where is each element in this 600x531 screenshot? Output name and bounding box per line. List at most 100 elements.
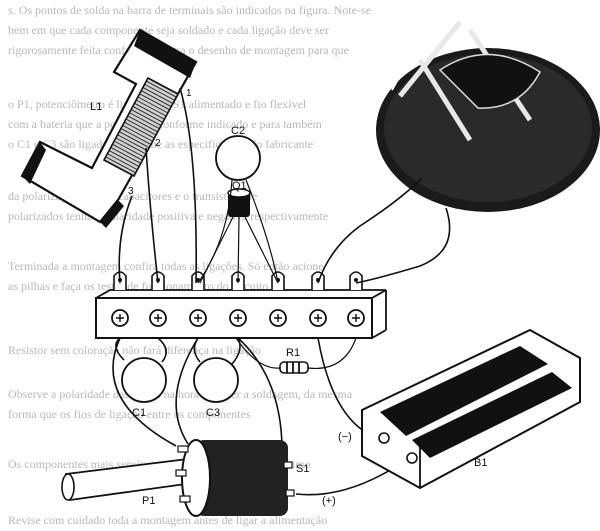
bg-line-3: rigorosamente feita conforme mostra o de… [8,43,349,57]
label-l1: L1 [90,101,102,113]
coil-turn [113,140,145,158]
label-tap-2: 2 [155,138,161,149]
coil-turn [142,87,174,104]
bg-line-2: bem em que cada componente seja soldado … [8,23,329,37]
wire-r1-b [307,337,357,370]
coil-turn [129,112,160,130]
ferrite-top-face [134,30,196,78]
coil-turn [120,128,152,145]
battery-cell-1 [380,346,548,436]
coil-turn [137,96,169,114]
coil-turn [122,124,153,142]
coil-turn [108,150,140,167]
coil-turn [139,93,170,111]
p1-lug-1 [177,445,189,453]
speaker-cone [384,54,592,202]
coil-turn [147,77,179,95]
q1-body [228,193,250,217]
c1-disc [121,357,167,403]
coil-turn [144,83,175,101]
coil-turn [132,106,163,123]
label-s1: S1 [296,463,309,475]
bg-line-1: s. Os pontos de solda na barra de termin… [8,3,371,17]
terminal-screw-slot [274,314,282,322]
label-fte: FTE [511,71,532,83]
terminal-screw-slot [154,314,162,322]
label-q1: Q1 [232,180,247,192]
coil-winding [102,76,180,178]
bg-line-12: Observe a polaridade das pilhas na hora … [8,387,353,401]
wire-coil-tap1 [179,87,197,284]
label-tap-3: 3 [128,186,134,197]
p1-lug-2 [175,469,187,477]
terminal-screw-slot [194,314,202,322]
label-c1: C1 [132,407,146,419]
bg-line-15: Revise com cuidado toda a montagem antes… [8,513,327,527]
wire-p1-a [112,337,177,447]
ferrite-bottom-face [22,142,46,184]
coil-turn [135,99,167,117]
battery-terminal-pos [406,452,418,464]
bg-line-8: polarizados tenha a polaridade positiva … [8,209,328,223]
coil-turn [119,131,150,148]
label-tap-1: 1 [186,88,192,99]
terminal-screw-slot [314,314,322,322]
label-plus: (+) [322,495,336,507]
label-b1: B1 [474,457,487,469]
terminal-screw-slot [352,314,360,322]
terminal-lug-hole [354,278,358,282]
capacitor-c1: C1 [121,357,167,419]
q1-top [227,188,251,198]
potentiometer-p1: P1 S1 [61,439,309,517]
ferrite-corner-face [100,200,124,228]
transistor-q1: Q1 [227,180,251,217]
wire-q1-b [237,216,240,284]
coil-turn [134,102,165,120]
bg-line-11: Resistor sem coloração não fará diferenç… [8,343,261,357]
battery-holder-b1: (−) (+) B1 [322,328,581,507]
coil-l1 [20,28,198,228]
wire-p1-b [175,337,199,445]
battery-terminal-neg [378,432,390,444]
c3-disc [193,357,239,403]
wire-c2-b [245,179,279,284]
coil-turn [124,121,155,139]
s1-lug-1 [283,461,293,469]
s1-lug-2 [285,489,295,497]
wire-q1-c [244,216,279,284]
terminal-screw-slot [234,314,242,322]
coil-turn [125,118,157,136]
p1-lug-3 [179,495,191,503]
capacitor-c3: C3 [193,357,239,419]
label-p1: P1 [142,495,155,507]
label-minus: (−) [338,431,352,443]
wire-c3-b [231,337,241,365]
coil-turn [110,147,141,164]
speaker-magnet [438,53,541,109]
coil-turn [141,90,172,107]
bg-line-9: Terminada a montagem confira todas as li… [8,259,324,273]
label-r1: R1 [286,347,300,359]
coil-turn [146,80,177,98]
wire-q1-e [199,216,234,284]
wire-coil-tap2 [145,147,159,284]
terminal-strip [95,271,387,339]
battery-cell-2 [412,372,572,458]
coil-turn [107,153,138,171]
label-c3: C3 [206,407,220,419]
speaker-highlight [391,12,597,91]
coil-turn [130,109,162,126]
coil-turn [115,137,147,155]
label-c2: C2 [231,125,245,137]
p1-shaft-end [61,473,75,501]
wire-c1-b [157,337,167,363]
bg-line-13: forma que os fios de ligação entre os co… [8,407,251,421]
capacitor-c2: C2 [215,125,261,181]
loudspeaker-fte: FTE [376,12,600,212]
coil-turn [103,159,135,177]
coil-turn [105,156,136,174]
strip-edge-right [371,289,387,299]
r1-body [279,361,309,374]
coil-turn [117,134,148,152]
